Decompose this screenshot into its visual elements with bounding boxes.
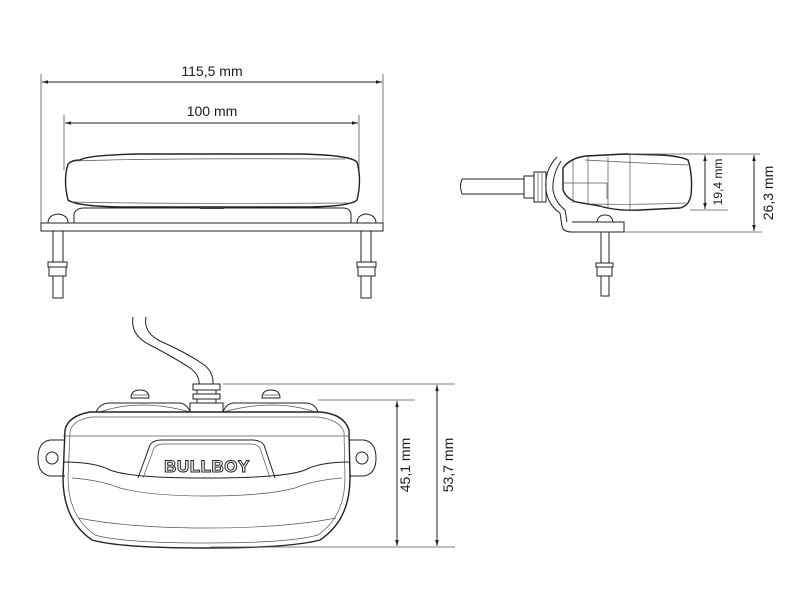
mounting-plate — [40, 222, 384, 232]
side-bracket — [545, 156, 625, 233]
base-riser — [73, 207, 352, 223]
logo-badge — [137, 439, 276, 479]
cable-side — [460, 178, 524, 195]
screw-left — [130, 389, 150, 399]
bolt-right — [356, 230, 377, 299]
shoulder-left — [95, 402, 191, 413]
dimension-housing-height: 19,4 mm — [711, 159, 725, 206]
lamp-body-top — [62, 411, 351, 549]
bolt-left — [47, 230, 68, 299]
mounting-lug-right — [349, 439, 377, 477]
dimension-lens-width: 100 mm — [187, 103, 238, 119]
side-view: 19,4 mm 26,3 mm — [460, 153, 776, 297]
bolt-head-side — [596, 214, 614, 223]
bolt-head-right — [356, 213, 377, 224]
shoulder-right — [222, 402, 319, 413]
front-view: 115,5 mm 100 mm — [40, 63, 384, 299]
dimension-overall-width: 115,5 mm — [181, 63, 242, 79]
lens-upper-edge — [62, 461, 351, 479]
dimension-total-height: 26,3 mm — [760, 166, 776, 220]
dimension-total-depth: 53,7 mm — [440, 438, 456, 492]
bolt-head-left — [47, 213, 69, 224]
lamp-body-front — [64, 153, 361, 208]
top-view: BULLBOY 45,1 mm 53,7 mm — [37, 316, 456, 549]
lug-hole-left — [45, 451, 59, 465]
screw-right — [261, 389, 281, 399]
dimension-body-depth: 45,1 mm — [397, 438, 413, 492]
mounting-lug-left — [37, 439, 65, 477]
grommet-top — [189, 383, 224, 413]
product-logo: BULLBOY — [164, 457, 250, 476]
lug-hole-right — [355, 451, 369, 465]
lamp-housing-side — [562, 153, 693, 211]
cable-top — [132, 316, 200, 386]
